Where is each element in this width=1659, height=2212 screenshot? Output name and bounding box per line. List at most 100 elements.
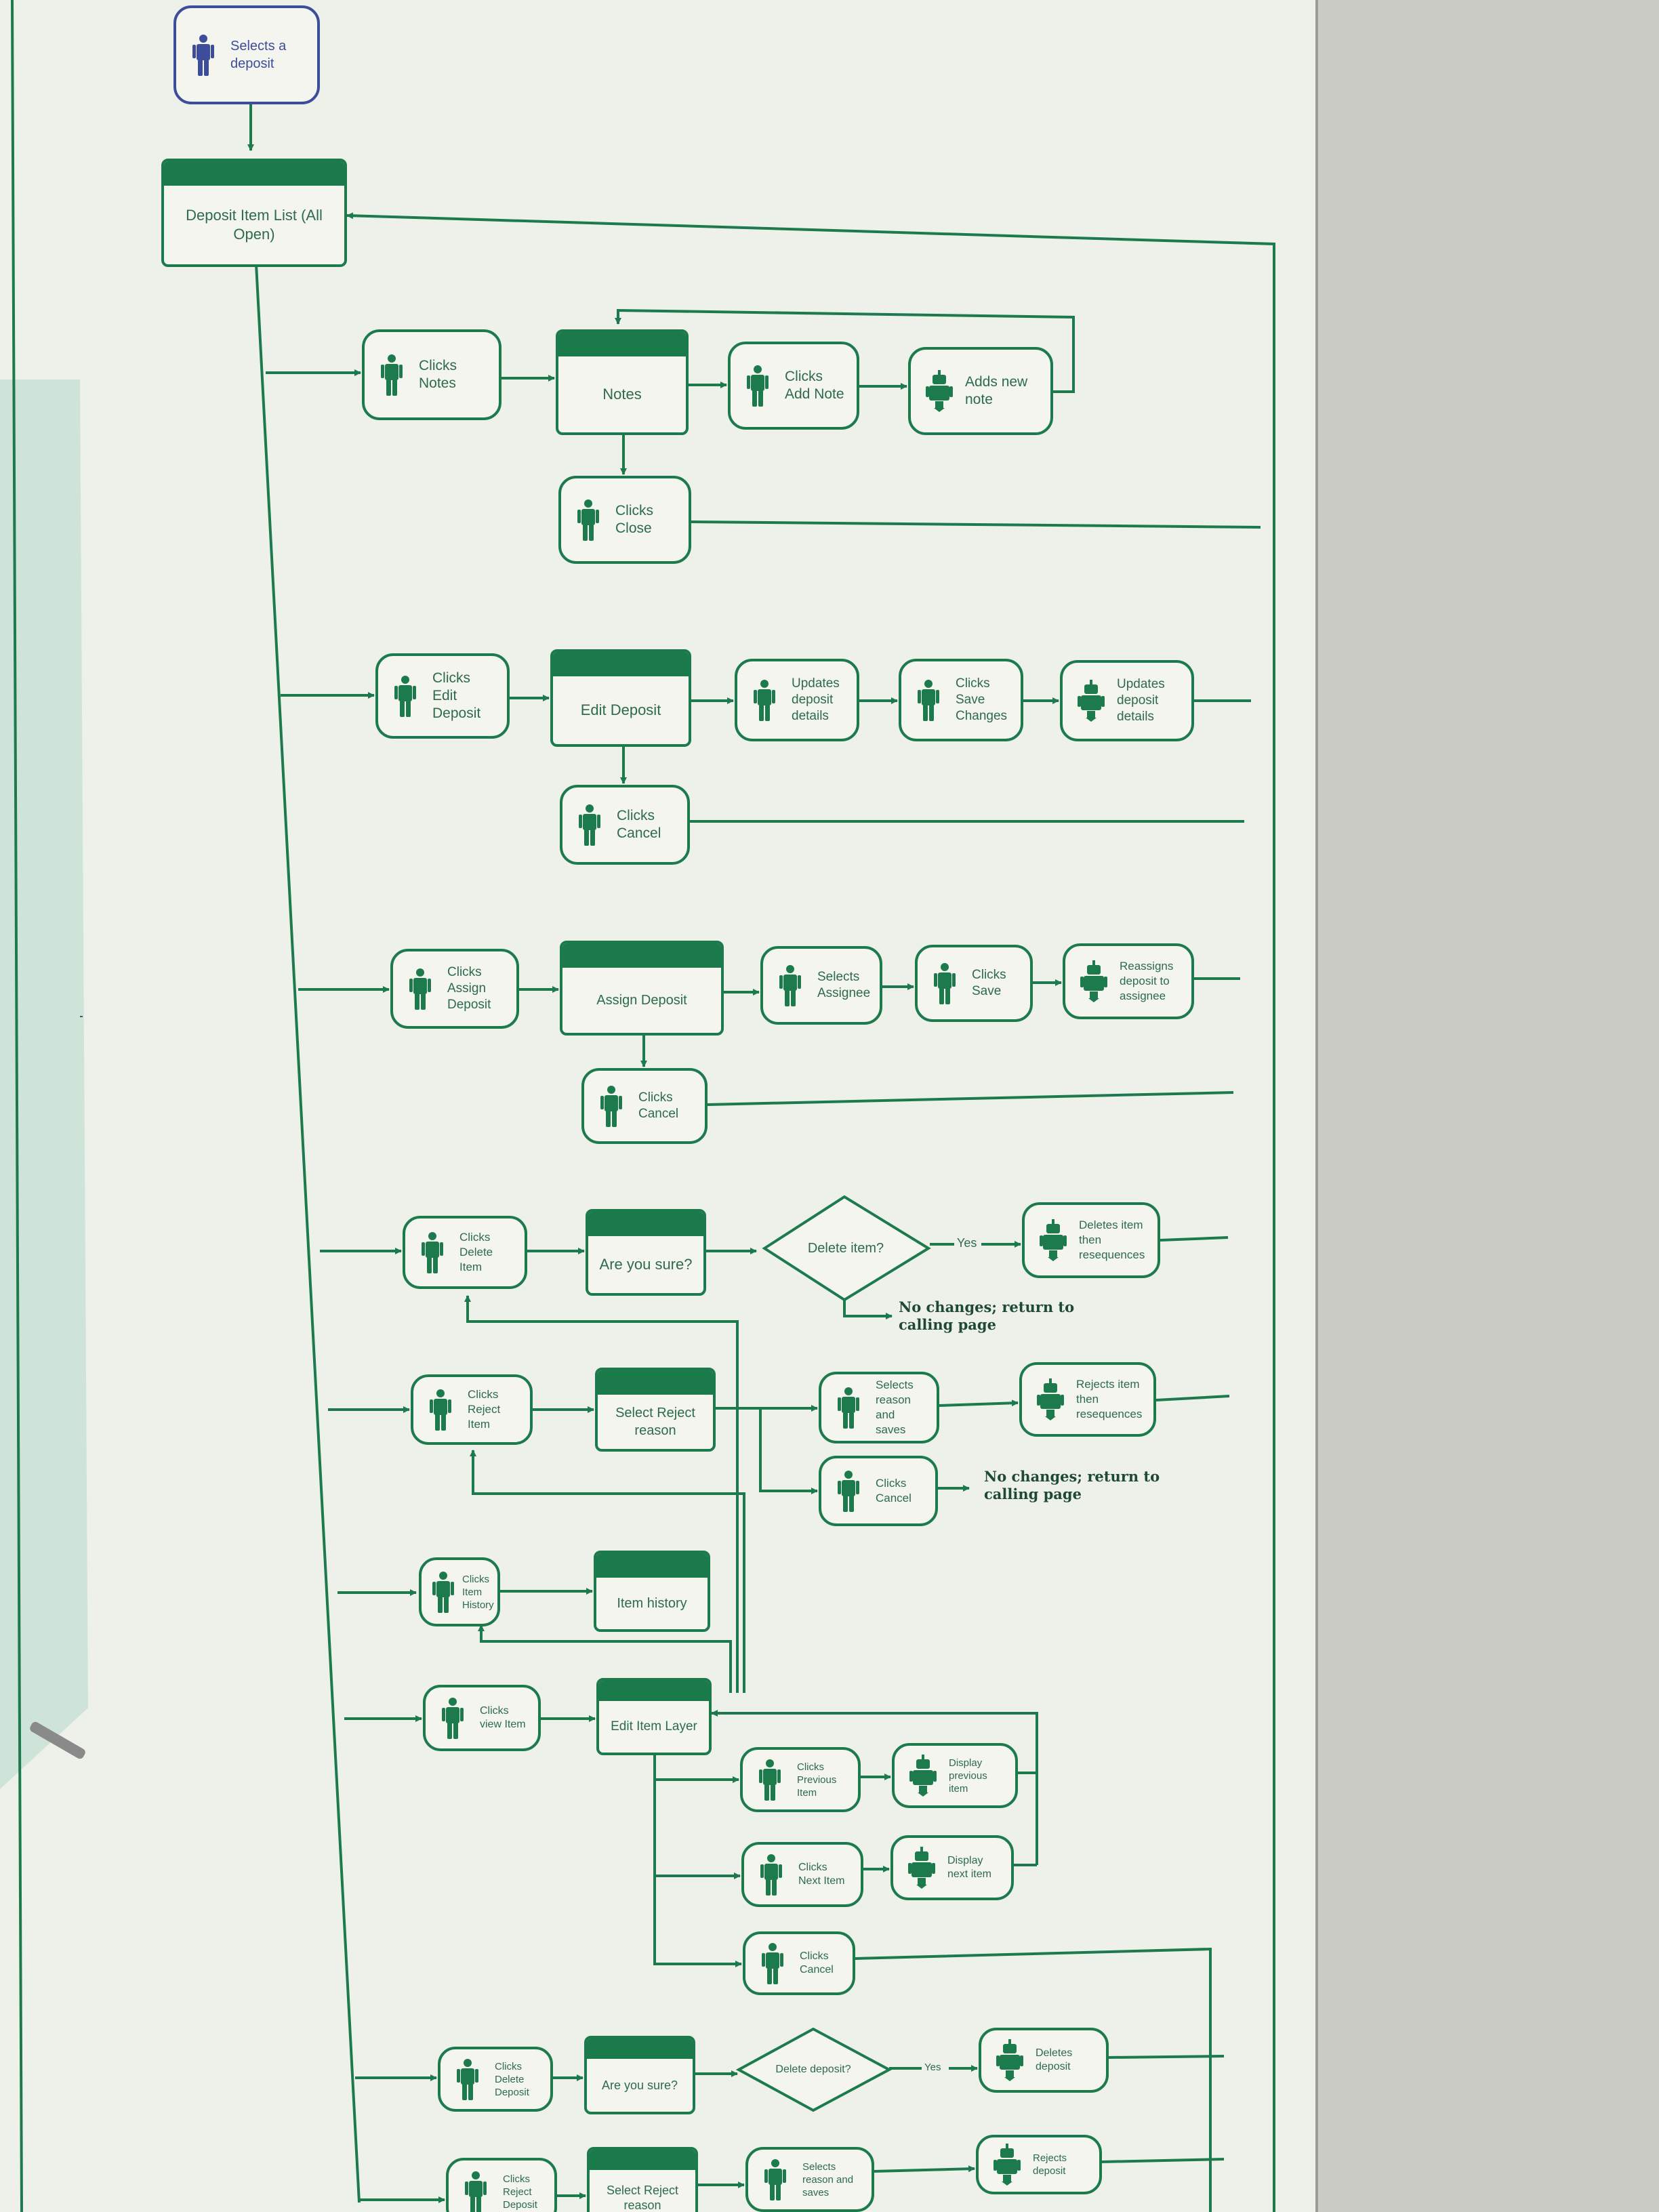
node-label: Rejects deposit [1033,2152,1067,2177]
person-icon [432,1571,454,1613]
node-selects-assignee: Selects Assignee [760,946,882,1025]
node-reassigns-deposit: Reassigns deposit to assignee [1063,943,1194,1019]
node-label: Clicks Close [615,503,653,536]
node-rejects-item: Rejects item then resequences [1019,1362,1156,1437]
screen-header-bar [558,332,686,356]
screen-are-you-sure-deposit: Are you sure? [584,2036,695,2114]
node-label: Clicks Delete Item [459,1231,493,1273]
screen-header-bar [562,943,721,968]
node-deletes-deposit: Deletes deposit [979,2028,1109,2093]
screen-label: Item history [617,1596,687,1611]
person-icon [764,2158,786,2200]
node-label: Display previous item [949,1757,987,1795]
node-selects-reason-deposit: Selects reason and saves [745,2147,874,2212]
node-clicks-cancel-reject-item: Clicks Cancel [819,1456,938,1526]
person-icon [747,365,769,407]
screen-notes: Notes [556,329,689,435]
person-icon [759,1759,781,1801]
left-border-line [11,0,23,2212]
note-no-changes-delete: No changes; return to calling page [899,1298,1075,1333]
node-clicks-reject-deposit: Clicks Reject Deposit [446,2158,557,2212]
robot-icon [996,2039,1023,2081]
node-label: Updates deposit details [1117,677,1165,724]
node-label: Clicks Delete Deposit [495,2060,529,2098]
person-icon [838,1387,859,1429]
person-icon [779,964,801,1006]
person-icon [394,675,416,717]
robot-icon [1037,1378,1064,1420]
decision-diamond-delete-item [762,1195,931,1302]
robot-icon [1078,680,1105,722]
node-label: Adds new note [965,374,1028,407]
person-icon [430,1389,451,1431]
node-label: Clicks Assign Deposit [447,965,491,1012]
node-label: Display next item [947,1855,991,1880]
node-clicks-assign-deposit: Clicks Assign Deposit [390,949,519,1029]
node-label: Clicks Cancel [617,808,661,841]
robot-icon [908,1847,935,1889]
screen-edit-item-layer: Edit Item Layer [596,1678,712,1755]
node-clicks-notes: Clicks Notes [362,329,501,420]
connectors [247,102,1275,2212]
screen-header-bar [553,652,689,676]
screen-item-history: Item history [594,1551,710,1632]
node-label: Clicks Reject Item [468,1388,501,1431]
screen-label: Notes [602,386,642,403]
node-label: Clicks Add Note [785,369,844,402]
node-label: Clicks Cancel [800,1950,834,1975]
node-clicks-delete-deposit: Clicks Delete Deposit [438,2047,553,2112]
screen-header-bar [598,1370,713,1395]
person-icon [192,34,214,76]
node-selects-reason-item: Selects reason and saves [819,1372,939,1443]
screen-header-bar [590,2150,695,2170]
person-icon [422,1231,443,1273]
node-label: Rejects item then resequences [1076,1378,1143,1420]
push-pin [30,1721,85,1759]
node-display-previous-item: Display previous item [892,1743,1018,1808]
node-display-next-item: Display next item [890,1835,1014,1900]
node-label: Clicks Previous Item [797,1761,837,1799]
node-label: Selects reason and saves [802,2160,854,2198]
person-icon [579,804,600,846]
person-icon [838,1470,859,1512]
node-label: Clicks view Item [480,1705,526,1730]
node-clicks-next-item: Clicks Next Item [741,1842,863,1907]
node-clicks-cancel-view: Clicks Cancel [743,1931,855,1995]
node-clicks-cancel-assign: Clicks Cancel [581,1068,708,1144]
node-clicks-close: Clicks Close [558,476,691,564]
robot-icon [909,1755,937,1797]
person-icon [409,968,431,1010]
screen-label: Select Reject reason [615,1406,695,1438]
node-label: Clicks Edit Deposit [432,670,481,721]
yes-label: Yes [956,1236,979,1250]
person-icon [760,1853,782,1896]
node-label: Reassigns deposit to assignee [1120,960,1174,1002]
screen-header-bar [599,1681,709,1701]
node-clicks-previous-item: Clicks Previous Item [740,1747,861,1812]
node-label: Updates deposit details [792,676,840,723]
note-no-changes-reject: No changes; return to calling page [984,1468,1160,1502]
screen-select-reject-reason-deposit: Select Reject reason [587,2147,698,2212]
person-icon [577,499,599,541]
decision-diamond-delete-deposit [735,2027,893,2112]
node-clicks-item-history: Clicks Item History [419,1557,500,1626]
node-clicks-save-assign: Clicks Save [915,945,1033,1022]
node-label: Selects reason and saves [876,1378,914,1436]
node-label: Selects Assignee [817,970,871,1000]
screen-deposit-item-list: Deposit Item List (All Open) [161,159,347,267]
screen-label: Are you sure? [601,2078,678,2092]
screen-label: Deposit Item List (All Open) [186,207,323,243]
start-label: Selects a deposit [230,39,287,71]
person-icon [381,354,403,396]
decision-label-delete-deposit: Delete deposit? [775,2064,851,2075]
person-icon [918,679,939,721]
node-label: Deletes deposit [1036,2047,1073,2072]
screen-header-bar [588,1212,703,1236]
start-node: Selects a deposit [173,5,320,104]
screen-edit-deposit: Edit Deposit [550,649,691,747]
node-clicks-add-note: Clicks Add Note [728,342,859,430]
person-icon [465,2171,487,2212]
node-clicks-view-item: Clicks view Item [423,1685,541,1751]
screen-label: Are you sure? [599,1256,693,1273]
